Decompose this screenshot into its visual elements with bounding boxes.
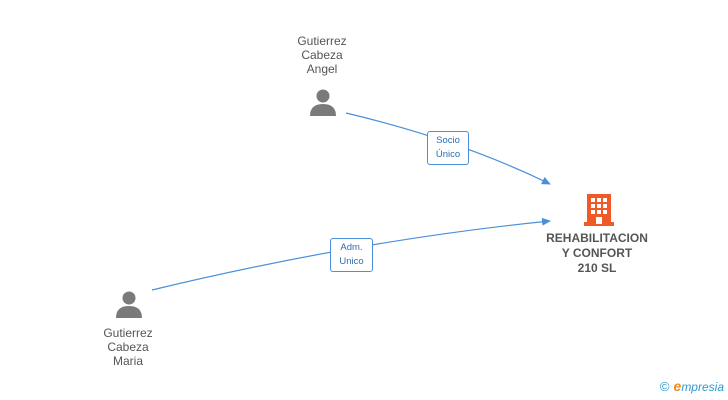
brand-logo-text: mpresia <box>681 380 724 394</box>
person-icon[interactable] <box>115 290 143 318</box>
copyright-icon: © <box>659 379 670 394</box>
relation-badge-adm-unico[interactable]: Adm. Unico <box>330 238 373 272</box>
relation-badge-socio-unico[interactable]: Socio Único <box>427 131 469 165</box>
building-icon[interactable] <box>584 192 614 226</box>
brand-logo-letter: e <box>673 378 682 394</box>
person-label-maria: Gutierrez Cabeza Maria <box>103 326 153 368</box>
person-icon[interactable] <box>309 88 337 116</box>
person-label-angel: Gutierrez Cabeza Angel <box>297 34 347 76</box>
brand-watermark: ©empresia <box>660 378 724 394</box>
company-label[interactable]: REHABILITACION Y CONFORT 210 SL <box>546 231 648 275</box>
